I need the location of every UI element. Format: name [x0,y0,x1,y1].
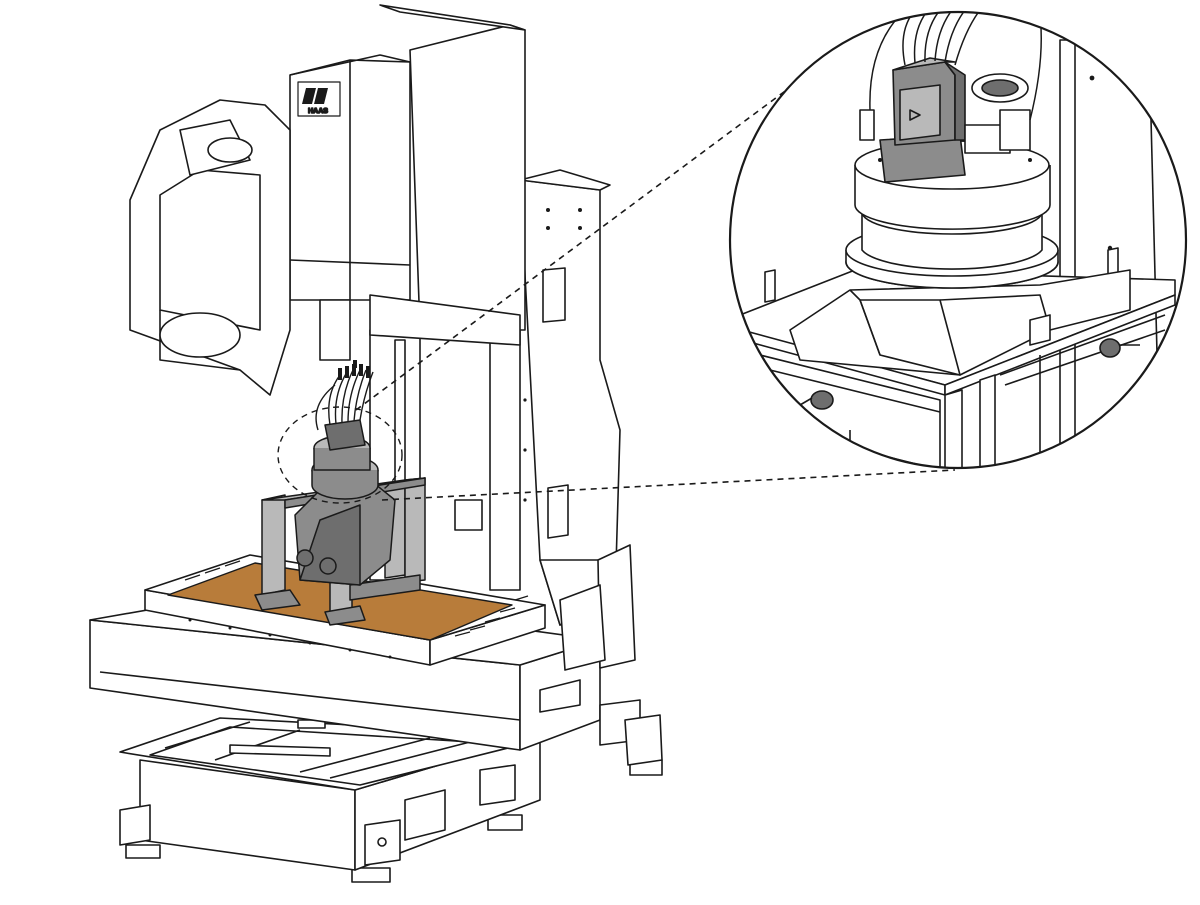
spindle-head: HAAS [129,4,526,396]
detail-callout [728,10,1188,470]
machine-base [119,717,663,883]
trunnion-fixture [254,360,426,626]
focus-ring [277,406,403,504]
leader-lines [355,79,956,501]
logo: HAAS [297,81,341,117]
logo-text: HAAS [308,108,328,115]
